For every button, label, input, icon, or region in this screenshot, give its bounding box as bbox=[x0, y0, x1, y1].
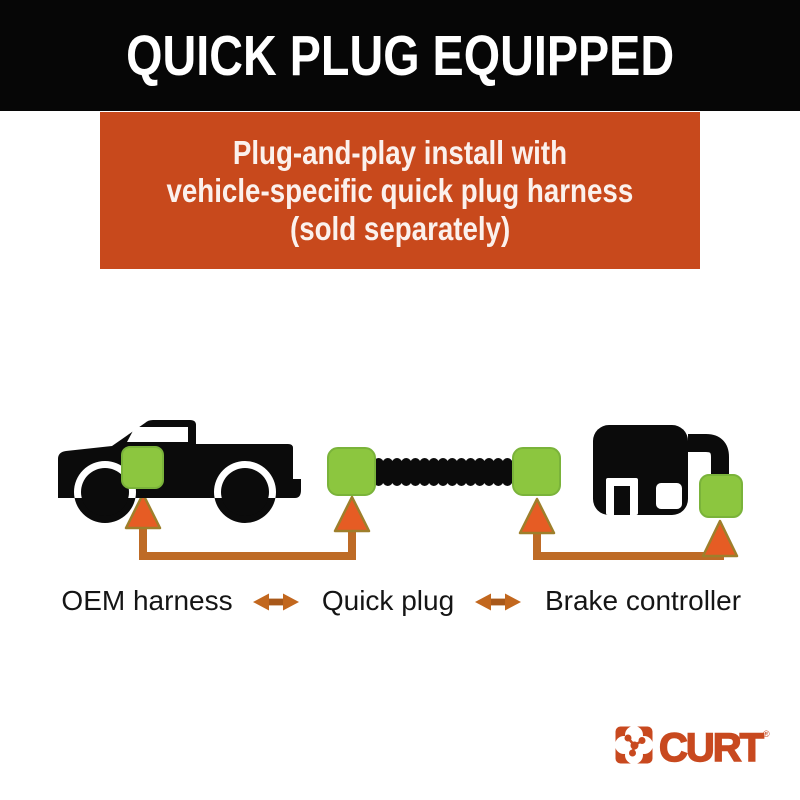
double-arrow-right-head bbox=[505, 593, 521, 611]
right-bracket-line bbox=[533, 523, 724, 560]
registered-trademark-symbol: ® bbox=[763, 729, 770, 739]
truck-window bbox=[127, 427, 188, 442]
brake-controller-connector bbox=[699, 474, 743, 518]
info-panel-line-3: (sold separately) bbox=[289, 209, 511, 247]
truck-rear-wheel bbox=[221, 468, 269, 516]
double-arrow-left-head bbox=[475, 593, 491, 611]
oem-harness-connector bbox=[121, 446, 164, 489]
quick-plug-right-connector bbox=[512, 447, 561, 496]
info-panel: Plug-and-play install with vehicle-speci… bbox=[100, 112, 700, 269]
double-headed-arrow-icon bbox=[475, 593, 521, 611]
title-bar: QUICK PLUG EQUIPPED bbox=[0, 0, 800, 111]
truck-body bbox=[58, 420, 301, 524]
left-bracket-line bbox=[139, 521, 356, 560]
info-panel-line-1: Plug-and-play install with bbox=[232, 133, 568, 171]
double-headed-arrow-icon bbox=[253, 593, 299, 611]
brake-controller-icon bbox=[593, 425, 743, 518]
up-arrow-icon bbox=[333, 495, 371, 533]
label-brake-controller: Brake controller bbox=[544, 585, 742, 616]
brake-controller-pigtail bbox=[688, 434, 729, 478]
info-panel-line-2: vehicle-specific quick plug harness bbox=[166, 171, 634, 209]
up-arrow-icon bbox=[124, 492, 162, 530]
label-oem-harness: OEM harness bbox=[61, 585, 233, 616]
connection-diagram bbox=[58, 420, 743, 560]
double-arrow-bar bbox=[488, 598, 508, 606]
up-arrow-icon bbox=[701, 519, 739, 558]
double-arrow-right-head bbox=[283, 593, 299, 611]
truck-front-wheel bbox=[81, 468, 129, 516]
page-title: QUICK PLUG EQUIPPED bbox=[126, 23, 674, 88]
curt-logo-icon bbox=[615, 726, 653, 764]
up-arrow-icon bbox=[518, 497, 556, 535]
curt-logo-dots bbox=[624, 734, 646, 757]
pointer-brackets bbox=[124, 492, 739, 560]
label-quick-plug: Quick plug bbox=[321, 585, 455, 616]
quick-plug-left-connector bbox=[327, 447, 376, 496]
corrugated-cable bbox=[374, 458, 514, 486]
brand-wordmark: CURT bbox=[658, 726, 765, 770]
brake-controller-slot bbox=[614, 486, 630, 515]
brake-controller-button bbox=[656, 483, 682, 509]
double-arrow-bar bbox=[266, 598, 286, 606]
double-arrow-left-head bbox=[253, 593, 269, 611]
truck-icon bbox=[58, 420, 301, 524]
quick-plug-cable-icon bbox=[327, 447, 561, 496]
brand-footer: CURT ® bbox=[615, 722, 785, 770]
